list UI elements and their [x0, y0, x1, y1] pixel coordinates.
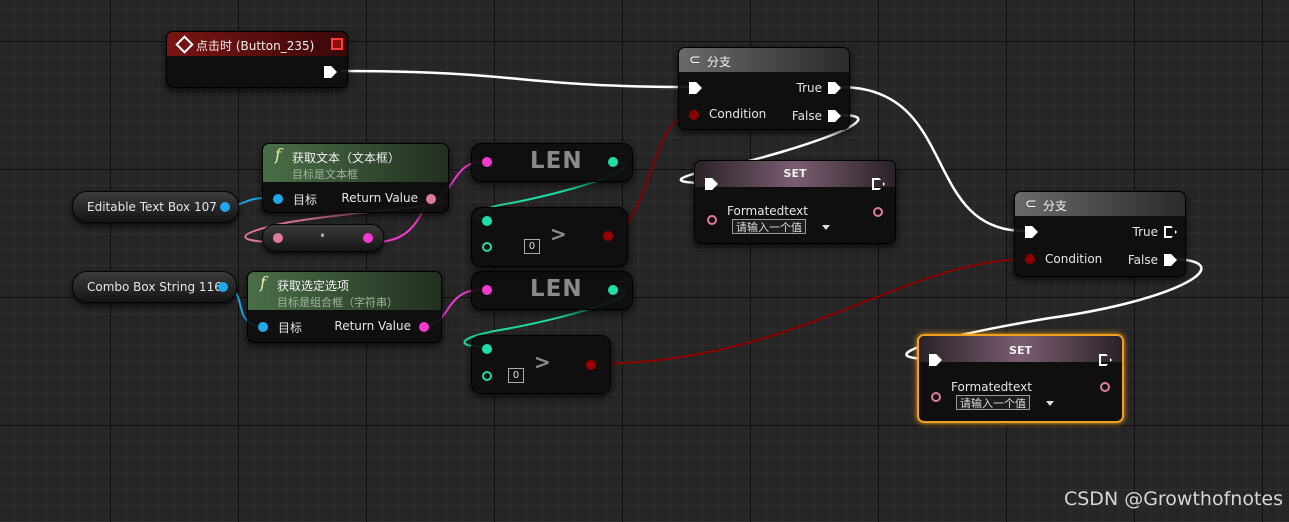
set-1-dropdown-icon[interactable]: [822, 225, 830, 230]
function-node-get-selected-option[interactable]: f 获取选定选项 目标是组合框（字符串） 目标 Return Value: [247, 271, 442, 343]
len-1-label: LEN: [530, 148, 583, 174]
len-node-1[interactable]: LEN: [471, 143, 633, 182]
var-node-editable-text-box[interactable]: Editable Text Box 107: [72, 191, 239, 223]
var-node-combo-box[interactable]: Combo Box String 116: [72, 271, 237, 303]
event-node-header: 点击时 (Button_235): [167, 32, 347, 56]
set-2-value-in-pin[interactable]: [931, 392, 941, 402]
set-node-1[interactable]: SET Formatedtext 请输入一个值: [694, 160, 896, 244]
event-exec-out-pin[interactable]: [324, 66, 337, 78]
set-2-header: SET: [919, 336, 1122, 362]
function-icon: f: [275, 145, 281, 164]
set-2-value-field[interactable]: 请输入一个值: [956, 395, 1030, 410]
get-option-return-label: Return Value: [334, 319, 411, 333]
get-option-header: f 获取选定选项 目标是组合框（字符串）: [248, 272, 441, 310]
compare-1-operator: >: [550, 222, 568, 246]
event-node-on-clicked[interactable]: 点击时 (Button_235): [166, 31, 348, 88]
len-2-out-pin[interactable]: [608, 285, 618, 295]
branch-1-true-label: True: [796, 81, 823, 95]
get-text-return-pin[interactable]: [426, 194, 436, 204]
branch-2-title: 分支: [1043, 199, 1068, 213]
branch-2-false-pin[interactable]: [1164, 254, 1177, 266]
get-option-title: 获取选定选项: [277, 279, 350, 293]
event-diamond-icon: [175, 35, 194, 54]
branch-1-title: 分支: [707, 55, 732, 69]
compare-1-b-pin[interactable]: [482, 242, 492, 252]
branch-1-true-pin[interactable]: [828, 82, 841, 94]
set-2-exec-in-pin[interactable]: [929, 354, 942, 366]
branch-1-header: ⊂ 分支: [679, 48, 849, 72]
branch-2-header: ⊂ 分支: [1015, 192, 1185, 216]
set-node-2[interactable]: SET Formatedtext 请输入一个值: [917, 334, 1124, 423]
branch-2-condition-label: Condition: [1045, 252, 1103, 266]
conversion-out-pin[interactable]: [363, 233, 373, 243]
var-node-combo-box-out-pin[interactable]: [218, 282, 228, 292]
branch-1-condition-label: Condition: [709, 107, 767, 121]
branch-1-condition-pin[interactable]: [689, 110, 699, 120]
get-text-header: f 获取文本（文本框） 目标是文本框: [263, 144, 448, 182]
branch-2-exec-in-pin[interactable]: [1025, 226, 1038, 238]
set-1-value-out-pin[interactable]: [873, 207, 883, 217]
compare-node-2[interactable]: 0 >: [471, 335, 611, 394]
var-node-combo-box-label: Combo Box String 116: [87, 280, 222, 294]
bool-wire-cmp2-branch2: [589, 258, 1032, 365]
compare-2-operator: >: [534, 350, 552, 374]
branch-node-2[interactable]: ⊂ 分支 True Condition False: [1014, 191, 1186, 277]
len-1-out-pin[interactable]: [608, 157, 618, 167]
exec-wire-event-branch1: [340, 69, 692, 89]
var-node-editable-text-box-label: Editable Text Box 107: [87, 200, 217, 214]
event-delegate-pin[interactable]: [331, 38, 343, 50]
branch-1-false-pin[interactable]: [828, 110, 841, 122]
set-2-var-label: Formatedtext: [951, 380, 1032, 394]
set-1-title: SET: [783, 167, 807, 180]
conversion-in-pin[interactable]: [273, 233, 283, 243]
compare-node-1[interactable]: 0 >: [471, 207, 628, 267]
get-option-subtitle: 目标是组合框（字符串）: [277, 296, 398, 309]
compare-2-b-value[interactable]: 0: [508, 368, 524, 383]
get-option-return-pin[interactable]: [419, 322, 429, 332]
compare-1-a-pin[interactable]: [482, 216, 492, 226]
branch-1-exec-in-pin[interactable]: [689, 82, 702, 94]
get-text-return-label: Return Value: [341, 191, 418, 205]
branch-2-true-pin[interactable]: [1164, 226, 1177, 238]
branch-2-false-label: False: [1127, 253, 1158, 267]
len-1-in-pin[interactable]: [482, 157, 492, 167]
set-1-value-in-pin[interactable]: [707, 215, 717, 225]
len-2-in-pin[interactable]: [482, 285, 492, 295]
set-2-title: SET: [1009, 344, 1032, 357]
exec-wire-branch1-true-branch2: [838, 85, 1027, 233]
set-1-value-field[interactable]: 请输入一个值: [732, 219, 806, 234]
len-node-2[interactable]: LEN: [471, 271, 633, 310]
event-node-title: 点击时 (Button_235): [196, 39, 315, 53]
exec-wire-branch2-false-set2: [905, 257, 1203, 361]
set-1-var-label: Formatedtext: [727, 204, 808, 218]
function-icon: f: [260, 273, 266, 292]
branch-icon: ⊂: [689, 52, 701, 68]
branch-1-false-label: False: [791, 109, 822, 123]
function-node-get-text[interactable]: f 获取文本（文本框） 目标是文本框 目标 Return Value: [262, 143, 449, 213]
set-1-exec-in-pin[interactable]: [705, 178, 718, 190]
get-text-target-pin[interactable]: [273, 194, 283, 204]
set-2-value-out-pin[interactable]: [1100, 382, 1110, 392]
watermark: CSDN @Growthofnotes: [1063, 488, 1283, 510]
get-option-target-pin[interactable]: [258, 322, 268, 332]
get-text-target-label: 目标: [293, 193, 318, 207]
var-node-editable-text-box-out-pin[interactable]: [220, 202, 230, 212]
branch-2-true-label: True: [1132, 225, 1159, 239]
compare-1-b-value[interactable]: 0: [524, 239, 540, 254]
branch-node-1[interactable]: ⊂ 分支 True Condition False: [678, 47, 850, 130]
conversion-dot: •: [319, 229, 327, 243]
set-1-header: SET: [695, 161, 895, 187]
branch-icon: ⊂: [1025, 196, 1037, 212]
branch-2-condition-pin[interactable]: [1025, 254, 1035, 264]
get-text-subtitle: 目标是文本框: [292, 168, 358, 181]
set-2-dropdown-icon[interactable]: [1046, 401, 1054, 406]
compare-2-b-pin[interactable]: [482, 371, 492, 381]
conversion-node[interactable]: •: [262, 224, 384, 252]
get-option-target-label: 目标: [278, 321, 303, 335]
get-text-title: 获取文本（文本框）: [292, 151, 401, 165]
len-2-label: LEN: [530, 276, 583, 302]
compare-2-a-pin[interactable]: [482, 344, 492, 354]
compare-1-out-pin[interactable]: [603, 231, 613, 241]
compare-2-out-pin[interactable]: [586, 360, 596, 370]
